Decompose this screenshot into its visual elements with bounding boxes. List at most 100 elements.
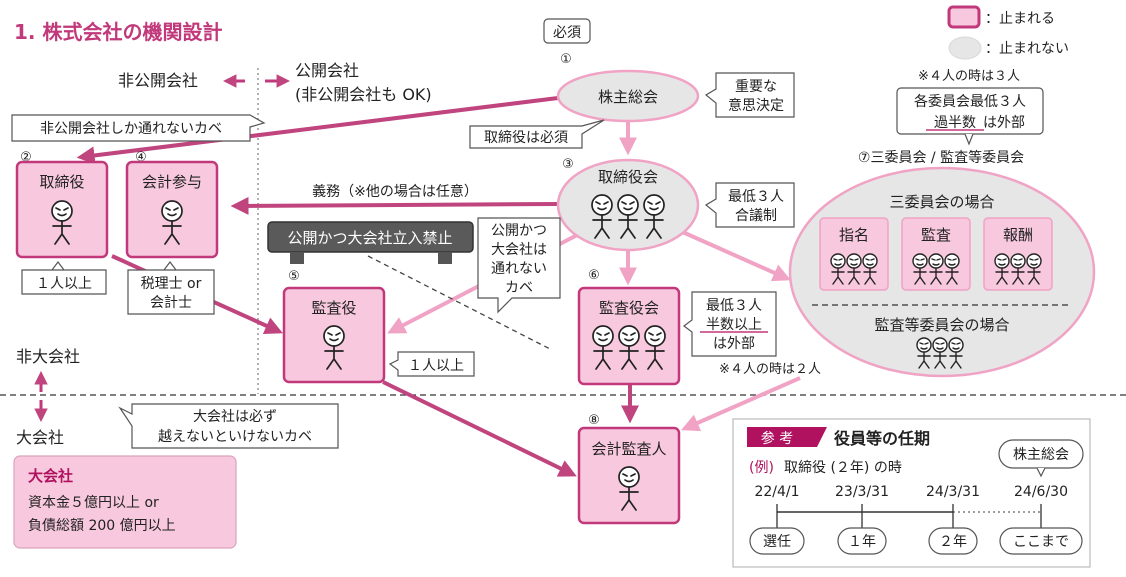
audit-board-note3: は外部: [713, 336, 755, 352]
accounting-auditor-number: ⑧: [588, 413, 600, 428]
no-entry-sign-post: [438, 252, 452, 264]
director-required-label: 取締役は必須: [484, 129, 568, 146]
public-large-wall-line4: カベ: [505, 280, 533, 296]
large-company-definition-title: 大会社: [28, 467, 73, 485]
milestone-bubble: [837, 527, 887, 555]
arrow-committees-to-accounting-auditor: [681, 376, 801, 432]
public-company-label: 公開会社: [295, 61, 359, 80]
required-tag-label: 必須: [553, 25, 581, 41]
legend: ：止まれる ：止まれない: [947, 5, 1069, 60]
large-company-side-label: 大会社: [16, 428, 64, 447]
non-large-company-label: 非大会社: [16, 347, 80, 366]
large-company-definition-line1: 資本金５億円以上 or: [28, 495, 159, 511]
timeline-date: 23/3/31: [835, 484, 889, 500]
private-company-label: 非公開会社: [118, 71, 198, 90]
no-entry-sign-post: [290, 252, 304, 264]
auditor-count-callout: [388, 351, 475, 377]
timeline-date: 22/4/1: [754, 484, 799, 500]
duty-label: 義務（※他の場合は任意）: [312, 183, 478, 200]
directors-count-callout: [21, 261, 107, 295]
audit-committee-label: 監査: [921, 226, 951, 244]
committees-number-label: ⑦三委員会 / 監査等委員会: [858, 149, 1024, 166]
compensation-committee-label: 報酬: [1003, 226, 1033, 244]
director-required-callout: [469, 119, 605, 149]
example-text: 取締役 (２年) の時: [784, 459, 902, 476]
directors-count-label: １人以上: [36, 276, 92, 292]
page-title: 1. 株式会社の機関設計: [14, 20, 222, 44]
milestone-label: ここまで: [1013, 534, 1069, 550]
no-entry-sign: [267, 221, 474, 253]
arrow-board-to-committees: [677, 228, 791, 282]
reference-tag: [747, 427, 827, 447]
audit-committee-company-title: 監査等委員会の場合: [874, 316, 1009, 334]
committee-note1: 各委員会最低３人: [914, 94, 1026, 110]
no-entry-sign-label: 公開かつ大会社立入禁止: [287, 229, 452, 247]
audit-board-note2: 半数以上: [706, 317, 762, 333]
milestone-bubble: [999, 527, 1083, 555]
auditor-label: 監査役: [311, 299, 356, 317]
agm-bubble-label: 株主総会: [1013, 447, 1069, 463]
large-company-wall-callout: [118, 403, 339, 449]
large-company-definition: [13, 455, 237, 549]
committee-note2b: は外部: [983, 115, 1025, 131]
milestone-label: 選任: [763, 534, 791, 550]
agm-bubble-pointer: [1036, 467, 1046, 478]
arrow-shareholders-to-directors: [76, 96, 559, 165]
auditor-number: ⑤: [288, 269, 300, 284]
timeline-date: 24/3/31: [926, 484, 980, 500]
milestone-label: ２年: [939, 534, 967, 550]
audit-board-callout: [683, 291, 777, 357]
public-large-wall-line3: 通れない: [491, 261, 547, 277]
legend-pass-swatch: [948, 36, 982, 60]
three-committees-title: 三委員会の場合: [889, 193, 994, 211]
important-decision-line1: 重要な: [735, 79, 777, 95]
committee-callout-pointer: [964, 133, 974, 146]
private-only-wall-label: 非公開会社しか通れないカベ: [40, 121, 222, 137]
required-tag: [543, 18, 591, 44]
public-large-wall-line1: 公開かつ: [491, 223, 547, 239]
important-decision-line2: 意思決定: [728, 97, 784, 114]
audit-board-note4: ※４人の時は２人: [719, 362, 821, 377]
committee-note2a: 過半数: [934, 115, 976, 131]
public-company-note: (非公開会社も OK): [295, 85, 432, 104]
audit-board-note1: 最低３人: [706, 298, 762, 314]
legend-stop-swatch: [947, 5, 981, 29]
board-number: ③: [562, 157, 574, 172]
tax-accountant-callout: [127, 261, 215, 315]
board-label: 取締役会: [598, 168, 658, 186]
large-company-wall-line1: 大会社は必ず: [193, 409, 277, 425]
nomination-committee-label: 指名: [839, 226, 869, 244]
no-entry-boundary: [367, 255, 553, 351]
shareholders-number: ①: [560, 52, 572, 67]
large-company-wall-line2: 越えないといけないカベ: [158, 429, 312, 445]
board-minimum-callout: [704, 182, 795, 228]
milestone-bubble: [749, 527, 805, 555]
shareholders-meeting-label: 株主総会: [598, 88, 658, 106]
reference-tag-label: 参 考: [761, 430, 793, 447]
shareholders-meeting-node: [556, 69, 700, 123]
directors-label: 取締役: [39, 173, 84, 191]
accounting-advisor-number: ④: [135, 150, 147, 165]
large-company-definition-line2: 負債総額 200 億円以上: [28, 518, 176, 534]
arrow-auditor-to-accounting-auditor: [382, 380, 577, 477]
legend-pass-label: ：止まれない: [985, 41, 1069, 57]
tax-accountant-line2: 会計士: [150, 295, 192, 311]
auditor-count-label: １人以上: [408, 358, 464, 374]
board-minimum-line1: 最低３人: [728, 189, 784, 205]
directors-number: ②: [20, 150, 32, 165]
accounting-auditor-label: 会計監査人: [591, 440, 666, 458]
tax-accountant-line1: 税理士 or: [141, 276, 202, 292]
committee-note0: ※４人の時は３人: [918, 69, 1020, 84]
term-reference-panel: 参 考 役員等の任期 (例) 取締役 (２年) の時 株主総会 22/4/1 2…: [732, 418, 1091, 568]
important-decision-callout: [704, 72, 795, 118]
arrow-board-to-accounting-advisor: [230, 196, 559, 215]
board-minimum-line2: 合議制: [735, 207, 777, 224]
private-only-wall-callout: [11, 114, 266, 142]
audit-board-label: 監査役会: [599, 299, 659, 317]
accounting-advisor-label: 会計参与: [142, 173, 202, 191]
milestone-label: １年: [848, 534, 876, 550]
example-prefix: (例): [749, 460, 774, 476]
public-large-wall-line2: 大会社は: [491, 242, 547, 258]
reference-title: 役員等の任期: [834, 429, 930, 448]
